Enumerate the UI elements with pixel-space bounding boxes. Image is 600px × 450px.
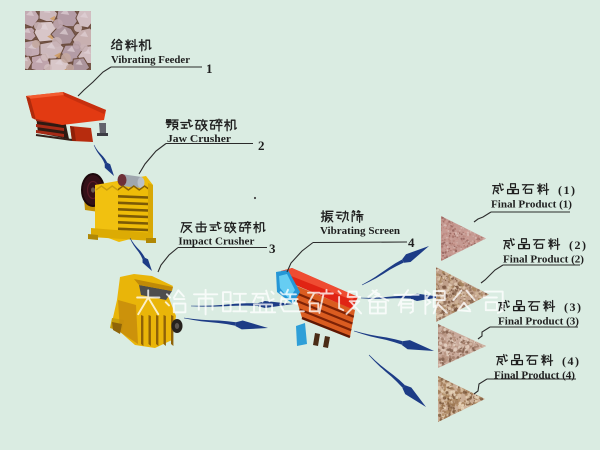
svg-text:Final Product (4): Final Product (4) xyxy=(494,370,575,382)
svg-text:Vibrating Feeder: Vibrating Feeder xyxy=(111,54,190,66)
svg-text:(4): (4) xyxy=(562,354,581,368)
svg-text:Final Product (1): Final Product (1) xyxy=(491,199,572,211)
svg-text:Jaw Crusher: Jaw Crusher xyxy=(167,134,232,145)
svg-text:Vibrating Screen: Vibrating Screen xyxy=(320,225,400,237)
svg-text:Impact Crusher: Impact Crusher xyxy=(178,236,255,247)
svg-text:(1): (1) xyxy=(558,183,577,197)
svg-text:Final Product (2): Final Product (2) xyxy=(503,254,584,266)
svg-text:4: 4 xyxy=(408,235,415,250)
svg-text:2: 2 xyxy=(258,138,265,153)
svg-text:Final Product (3): Final Product (3) xyxy=(498,316,579,328)
svg-text:1: 1 xyxy=(206,61,213,76)
svg-text:(2): (2) xyxy=(569,238,588,252)
svg-text:3: 3 xyxy=(269,241,276,256)
svg-text:(3): (3) xyxy=(564,300,583,314)
